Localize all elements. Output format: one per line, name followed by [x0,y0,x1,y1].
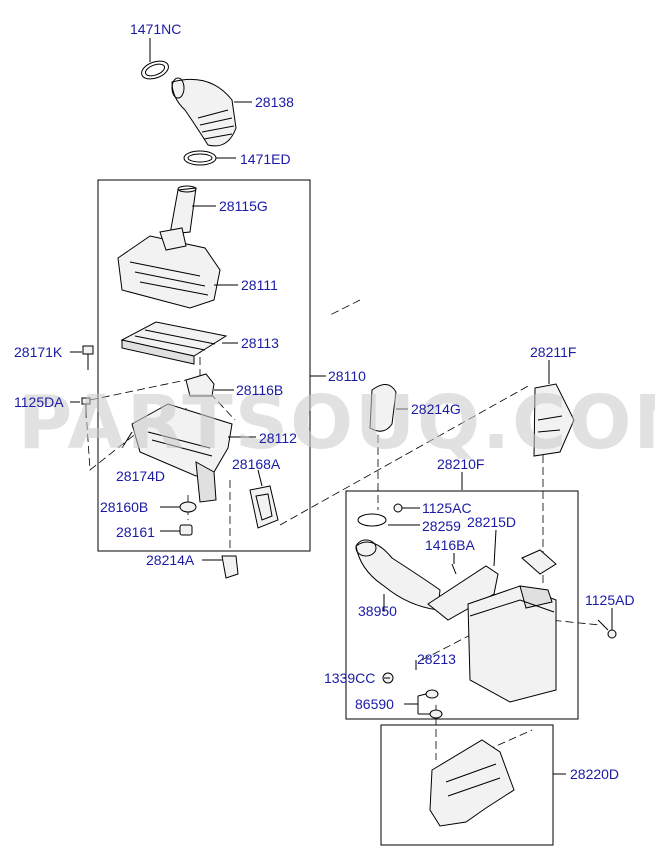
bracket-28214A-art [221,555,239,579]
bolt-1125AD-art [597,619,617,639]
label-86590[interactable]: 86590 [355,696,394,712]
bolt-28171K-art [82,345,94,370]
label-28214A[interactable]: 28214A [146,552,195,568]
resonator-group-frame [345,490,579,720]
label-1416BA[interactable]: 1416BA [425,537,475,553]
label-28174D[interactable]: 28174D [116,468,165,484]
duct-28115G-art [169,185,197,235]
hose-28211F-art [533,383,575,457]
grommet-86590-art [425,689,443,719]
label-28111[interactable]: 28111 [241,277,278,293]
resonator-28213-art [467,585,557,703]
label-28160B[interactable]: 28160B [100,499,148,515]
screw-1416BA-art [451,563,457,575]
callout-labels: 1471NC 28138 1471ED 28115G 28111 28113 2… [14,21,635,782]
label-28259[interactable]: 28259 [422,518,461,534]
clamp-1471ED-art [183,150,217,166]
label-28210F[interactable]: 28210F [437,456,484,472]
clamp-28259-art [357,513,387,527]
label-1471NC[interactable]: 1471NC [130,21,181,37]
label-28214G[interactable]: 28214G [411,401,461,417]
label-28115G[interactable]: 28115G [219,198,268,214]
label-28215D[interactable]: 28215D [467,514,516,530]
collar-28161-art [179,524,193,536]
hose-28138-art [171,77,237,147]
label-28112[interactable]: 28112 [259,430,297,446]
label-1125AC[interactable]: 1125AC [422,500,472,516]
label-28211F[interactable]: 28211F [530,344,576,360]
case-28112-art [131,403,233,503]
bracket-28215D-art [427,565,499,621]
clamp-1471NC-art [141,60,169,80]
duct-28220D-art [429,739,515,827]
label-28213[interactable]: 28213 [417,651,456,667]
filter-28113-art [120,321,228,365]
label-28116B[interactable]: 28116B [236,382,283,398]
label-28168A[interactable]: 28168A [232,456,281,472]
bolt-1125AC-art [393,503,403,513]
label-28171K[interactable]: 28171K [14,344,63,360]
hose-28214G-art [369,384,397,432]
duct-group-frame [380,724,554,846]
label-1339CC[interactable]: 1339CC [324,670,375,686]
grommet-28215D-art [521,549,557,575]
label-1125AD[interactable]: 1125AD [585,592,635,608]
label-28110[interactable]: 28110 [328,368,366,384]
watermark-text: PARTSOUQ.COM [18,380,655,466]
cover-28111-art [117,227,221,309]
bracket-28116B-art [185,373,215,397]
label-28220D[interactable]: 28220D [570,766,619,782]
label-28161[interactable]: 28161 [116,524,155,540]
insulator-28160B-art [179,501,197,513]
air-cleaner-group-frame [97,179,311,552]
label-38950[interactable]: 38950 [358,603,397,619]
label-1471ED[interactable]: 1471ED [240,151,291,167]
label-28113[interactable]: 28113 [241,335,279,351]
leader-lines [70,38,613,775]
bolt-1125DA-art [81,397,91,418]
label-28138[interactable]: 28138 [255,94,294,110]
label-1125DA[interactable]: 1125DA [14,394,64,410]
seal-28168A-art [249,485,279,529]
